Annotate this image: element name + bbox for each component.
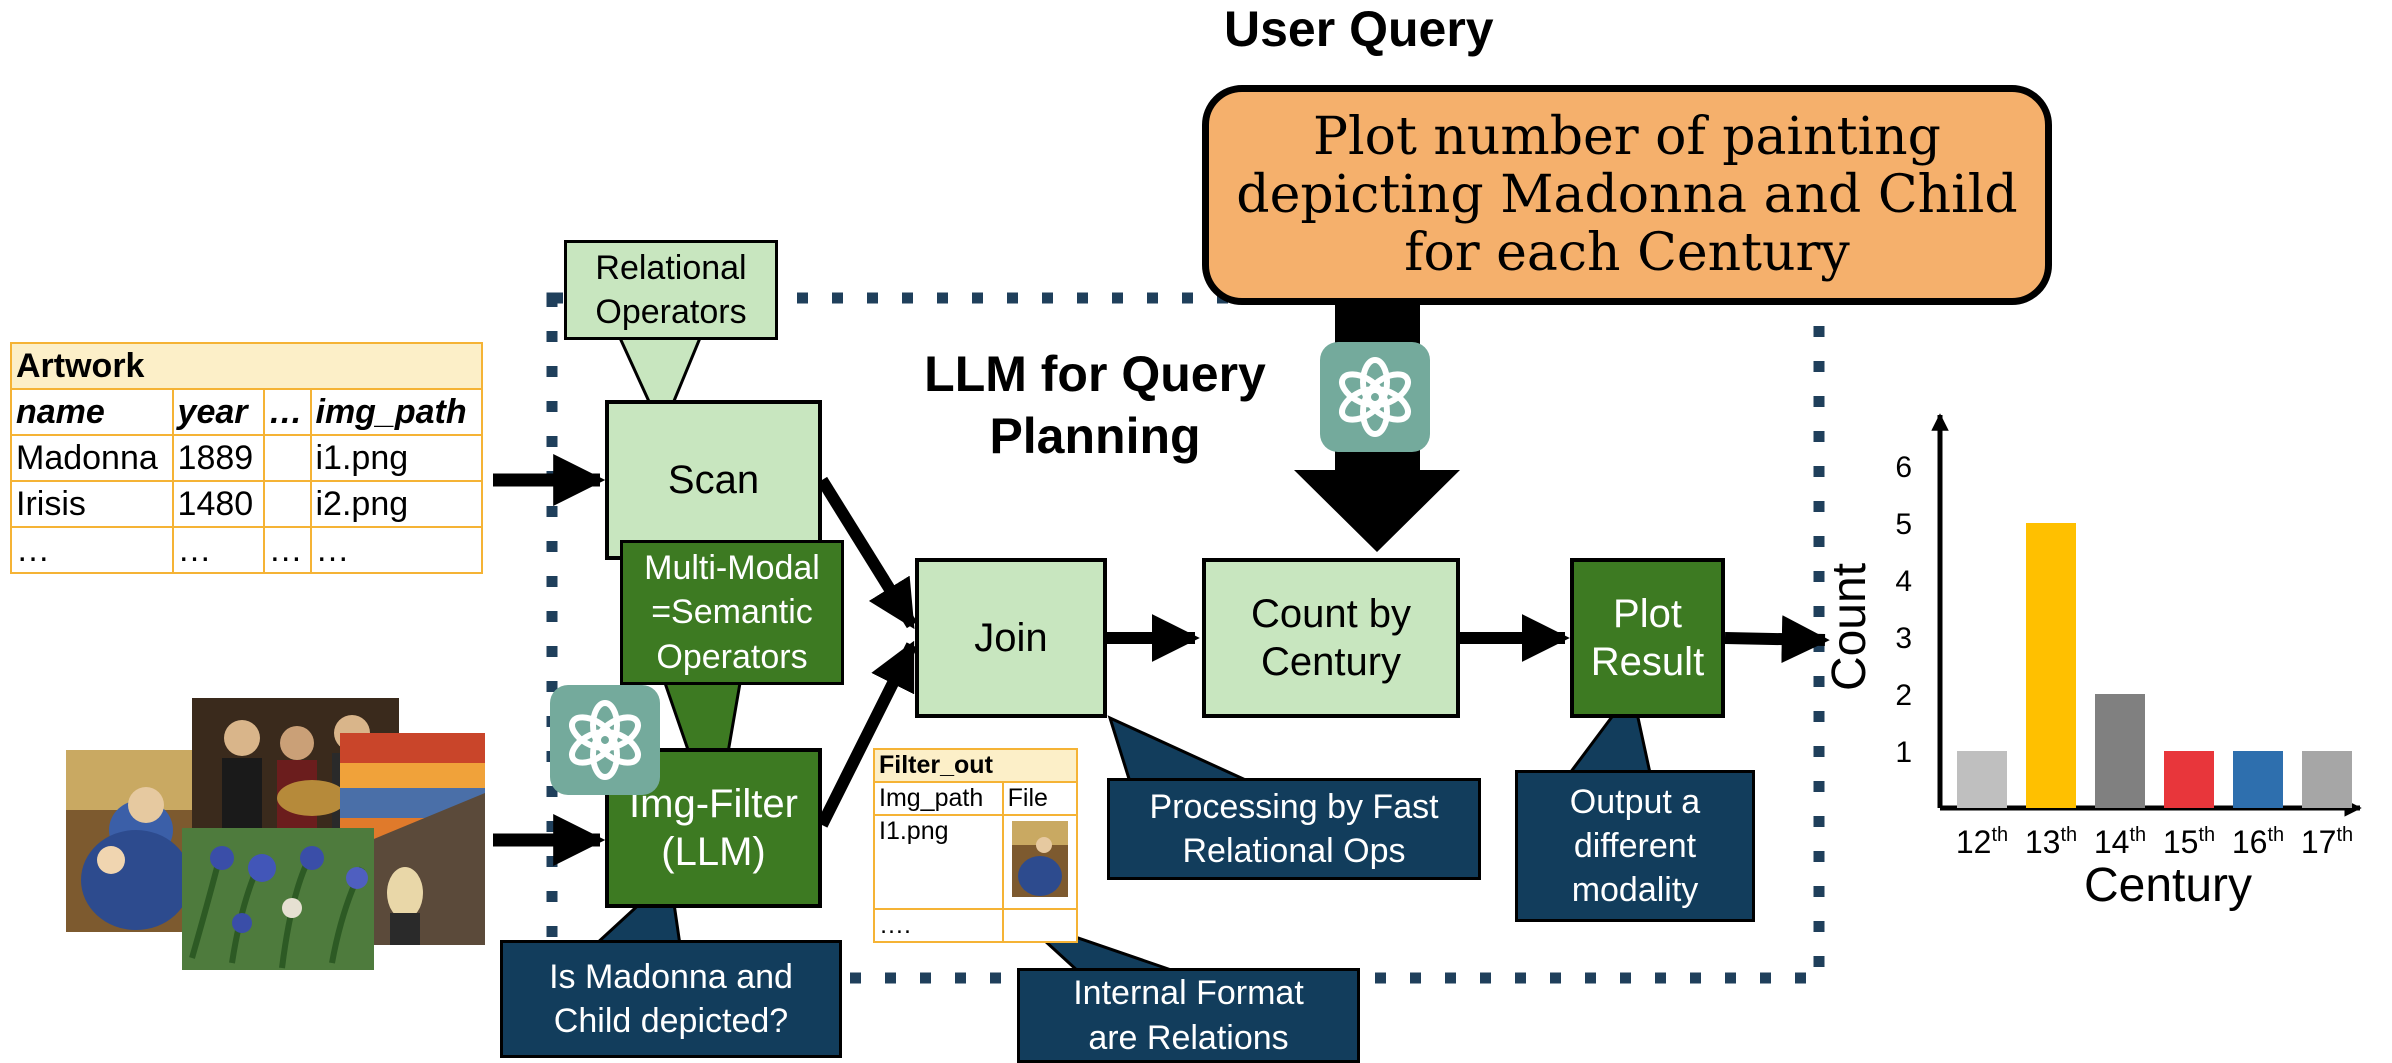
result-bar-chart: Count Century 1 2 3 4 5 6 12th 13th 14th 15th 16th… [1830,413,2362,912]
x-tick-label: 12th [1956,824,2008,860]
planning-label: LLM for Query Planning [924,345,1266,465]
chart-bar [1957,751,2007,808]
filter-out-table: Filter_out Img_path File I1.png …. [873,748,1079,943]
x-tick-label: 13th [2025,824,2077,860]
table-row: Madonna 1889 i1.png [10,434,483,482]
x-tick-label: 16th [2232,824,2284,860]
plot-to-chart-arrow [1724,615,1830,664]
chart-bar [2233,751,2283,808]
table-cell: Irisis [10,480,174,528]
table-cell: … [171,526,265,574]
x-axis-label: Century [2084,859,2252,912]
table-cell: … [309,526,483,574]
column-header: File [1001,781,1079,816]
table-cell: i1.png [309,434,483,482]
join-operator[interactable]: Join [915,558,1107,718]
painting-madonna-thumbnail [66,750,206,932]
user-query-heading: User Query [1224,1,1494,57]
user-query-text: Plot number of painting depicting Madonn… [1236,106,2018,284]
painting-irises-thumbnail [182,828,374,970]
painting-thumbnail-icon [1011,820,1068,897]
internal-format-callout: Internal Format are Relations [1017,968,1360,1063]
scan-operator[interactable]: Scan [605,400,822,560]
count-label: Count by Century [1250,592,1412,684]
openai-logo-icon [550,685,660,795]
table-row: … … … … [10,526,483,574]
x-tick-label: 14th [2094,824,2146,860]
join-label: Join [974,616,1048,660]
table-cell: Madonna [10,434,174,482]
chart-bar [2026,523,2076,808]
table-cell: …. [873,908,1004,943]
y-axis-label: Count [1830,563,1876,691]
artwork-table: Artwork name year … img_path Madonna 188… [10,342,483,574]
y-tick-label: 6 [1895,451,1912,484]
plot-result-operator[interactable]: Plot Result [1570,558,1725,718]
is-madonna-callout: Is Madonna and Child depicted? [500,940,842,1058]
user-query-box[interactable]: Plot number of painting depicting Madonn… [1202,85,2052,305]
img-filter-operator[interactable]: Img-Filter (LLM) [605,748,822,908]
filter-table-title: Filter_out [873,748,1078,783]
table-row: Irisis 1480 i2.png [10,480,483,528]
table-cell: … [10,526,174,574]
multimodal-callout: Multi-Modal =Semantic Operators [620,540,844,685]
filter-to-join-arrow [816,640,918,828]
x-tick-label: 15th [2163,824,2215,860]
column-header: … [262,388,312,436]
planning-boundary [546,292,1825,984]
column-header: Img_path [873,781,1004,816]
count-by-century-operator[interactable]: Count by Century [1202,558,1460,718]
img-filter-label: Img-Filter (LLM) [629,782,798,874]
openai-logo-icon [1320,342,1430,452]
table-row: I1.png [873,814,1079,910]
relational-operators-callout: Relational Operators [564,240,778,340]
table-cell [262,434,312,482]
processing-callout: Processing by Fast Relational Ops [1107,778,1481,880]
y-tick-label: 4 [1895,565,1912,598]
table-header-row: name year … img_path [10,388,483,436]
table-cell [1001,814,1079,910]
chart-bar [2302,751,2352,808]
table-header-row: Img_path File [873,781,1079,816]
table-cell: 1480 [171,480,265,528]
y-tick-label: 3 [1895,622,1912,655]
column-header: img_path [309,388,483,436]
scan-label: Scan [667,458,760,502]
table-cell: i2.png [309,480,483,528]
table-cell [262,480,312,528]
scan-to-join-arrow [816,476,918,630]
chart-bar [2095,694,2145,808]
chart-bar [2164,751,2214,808]
table-cell: … [262,526,312,574]
x-tick-label: 17th [2301,824,2353,860]
output-modality-callout: Output a different modality [1515,770,1755,922]
y-tick-label: 5 [1895,508,1912,541]
table-cell: I1.png [873,814,1004,910]
y-tick-label: 2 [1895,679,1912,712]
table-row: …. [873,908,1079,943]
column-header: year [171,388,265,436]
column-header: name [10,388,174,436]
processing-callout-tail [1107,715,1251,784]
table-cell: 1889 [171,434,265,482]
painting-scream-thumbnail [340,733,485,945]
plot-label: Plot Result [1590,592,1705,684]
table-cell [1001,908,1079,943]
artwork-table-title: Artwork [10,342,483,390]
y-tick-label: 1 [1895,736,1912,769]
